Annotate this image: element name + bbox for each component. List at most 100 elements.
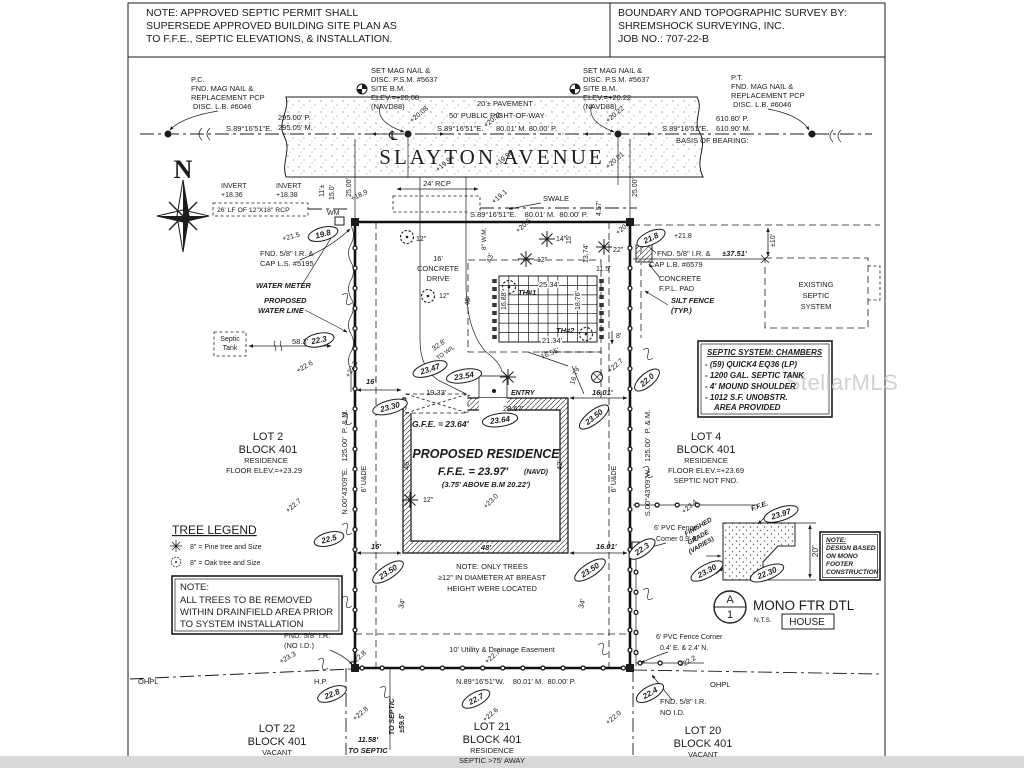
- pt-note-1: FND. MAG NAIL &: [731, 82, 793, 91]
- fnd-ir-nw-2: CAP L.S. #5195: [260, 259, 314, 268]
- residence-title: PROPOSED RESIDENCE: [412, 447, 560, 461]
- silt-1: SILT FENCE: [671, 296, 715, 305]
- lot20-block: BLOCK 401: [674, 738, 733, 750]
- fnd-ir-ne-1: FND. 5/8" I.R. &: [657, 249, 711, 258]
- note-septic-permit-line2: SUPERSEDE APPROVED BUILDING SITE PLAN AS: [146, 20, 397, 32]
- dim-1374: 13.74': [583, 244, 590, 263]
- dist-610-plat: 610.80' P.: [716, 114, 749, 123]
- lot2-name: LOT 2: [253, 431, 283, 443]
- to-septic-h: TO SEPTIC: [348, 746, 388, 755]
- fences: [129, 502, 881, 701]
- elevation-bubble: 22.0: [634, 368, 660, 392]
- tree-note-2: ≥12" IN DIAMETER AT BREAST: [438, 573, 547, 582]
- septic-note-3: - 4' MOUND SHOULDER: [705, 382, 796, 391]
- break-symbol-right: [829, 129, 842, 143]
- bm2-5: (NAVD88): [583, 102, 617, 111]
- elevation-bubble: 23.64: [481, 412, 519, 428]
- detail-mark-a: A: [726, 594, 734, 606]
- lot2-elev: FLOOR ELEV.=+23.29: [226, 466, 302, 475]
- residence-navd: (NAVD): [524, 469, 549, 476]
- invert2-a: INVERT: [276, 183, 302, 190]
- watermain-8: 8" W.M.: [481, 227, 488, 250]
- corner-ne: [626, 218, 634, 226]
- legend-note-1: NOTE:: [180, 582, 209, 593]
- dim-8: 8': [616, 333, 621, 340]
- dim-10ft: ±10': [770, 234, 777, 247]
- bm2-2: DISC. P.S.M. #5637: [583, 75, 650, 84]
- utility-symbol: [591, 371, 603, 383]
- elevation-bubble-value: 23.54: [452, 370, 475, 383]
- vegetation-marks: [317, 292, 654, 699]
- existing-septic-1: EXISTING: [798, 280, 833, 289]
- bearing-east-line: S.00°43'09"W. 125.00' P. & M.: [643, 410, 652, 516]
- residence-bm-note: (3.75' ABOVE B.M 20.22'): [442, 480, 531, 489]
- ohpl-east: OHPL: [710, 680, 730, 689]
- water-service: [299, 216, 354, 392]
- elevation-bubble: 22.4: [635, 682, 665, 704]
- bm1-1: SET MAG NAIL &: [371, 66, 430, 75]
- dim-34-west: 34': [396, 597, 407, 609]
- benchmark2-icon: [569, 83, 581, 95]
- culvert-24: 24' RCP: [423, 179, 451, 188]
- legend-note-2: ALL TREES TO BE REMOVED: [180, 595, 312, 606]
- dim-2534: 25.34': [539, 280, 560, 289]
- detail-note-1: DESIGN BASED: [826, 545, 876, 552]
- centerline-symbol: ℄: [388, 128, 398, 143]
- ohpl-line-east: [632, 669, 881, 675]
- elevation-bubble: 22.3: [303, 332, 335, 348]
- existing-septic-3: SYSTEM: [801, 302, 832, 311]
- bm2-4: ELEV.=+20.22: [583, 93, 631, 102]
- dim-48: 48': [480, 543, 491, 552]
- footer-section: [722, 522, 796, 581]
- detail-house: HOUSE: [789, 617, 825, 628]
- surveyor-line1: BOUNDARY AND TOPOGRAPHIC SURVEY BY:: [618, 7, 847, 19]
- dim-2867: 28.67': [503, 404, 524, 413]
- proposed-residence: [356, 388, 628, 555]
- lot4-septic: SEPTIC NOT FND.: [674, 476, 738, 485]
- mono-footer-detail: [706, 516, 881, 630]
- pt-label: P.T.: [731, 73, 743, 82]
- septic-note-4: - 1012 S.F. UNOBSTR.: [705, 393, 788, 402]
- benchmark1-icon: [356, 83, 368, 95]
- dim-1876: 18.76': [575, 291, 582, 310]
- street-name: SLAYTON AVENUE: [379, 145, 604, 169]
- tree-note-1: NOTE: ONLY TREES: [456, 562, 528, 571]
- septic-note-5: AREA PROVIDED: [713, 403, 781, 412]
- elevation-bubble: 22.8: [317, 685, 347, 703]
- drainfield: [467, 259, 614, 395]
- easement-east: 6' U&DE: [611, 465, 618, 492]
- dist-295-meas: 295.05' M.: [278, 123, 313, 132]
- pavement-width: 20'± PAVEMENT: [477, 99, 534, 108]
- bm1-5: (NAVD88): [371, 102, 405, 111]
- fpl-1: CONCRETE: [659, 274, 701, 283]
- test-hole-1: TH#1: [518, 288, 536, 297]
- dim-45: 45': [464, 296, 472, 306]
- elevation-bubble: 23.47: [412, 360, 448, 378]
- residence-ffe: F.F.E. = 23.97': [438, 466, 509, 478]
- break-symbol-left: [198, 127, 211, 141]
- lot22-use: VACANT: [262, 748, 292, 757]
- septic-note-title: SEPTIC SYSTEM: CHAMBERS: [707, 348, 823, 357]
- dim-34-east: 34': [576, 597, 587, 609]
- elevation-bubble-value: 19.8: [314, 228, 332, 241]
- prop-water-1: PROPOSED: [264, 296, 307, 305]
- septic-tank-2: Tank: [223, 345, 238, 352]
- culvert-26: 26' LF OF 12"X18" RCP: [217, 207, 290, 214]
- note-septic-permit-line3: TO F.F.E., SEPTIC ELEVATIONS, & INSTALLA…: [146, 33, 392, 45]
- elevation-bubble: 19.8: [307, 226, 339, 242]
- bearing-west: S.89°16'51"E.: [226, 124, 272, 133]
- legend-note-3: WITHIN DRAINFIELD AREA PRIOR: [180, 607, 333, 618]
- pc-label: P.C.: [191, 75, 205, 84]
- pc-note-3: DISC. L.B. #6046: [193, 102, 251, 111]
- dist-80-center: 80.01' M. 80.00' P.: [496, 124, 557, 133]
- water-meter-tag: WM: [327, 210, 340, 217]
- pvc-corner-se-1: 6' PVC Fence Corner: [656, 634, 723, 641]
- fnd-ir-nw-1: FND. 5/8" I.R. &: [260, 249, 314, 258]
- dim-1158: 11.58': [358, 735, 378, 744]
- easement-west: 6' U&DE: [361, 465, 368, 492]
- easement-10: 10' Utility & Drainage Easement: [449, 645, 556, 654]
- dist-295-plat: 295.00' P.: [278, 113, 311, 122]
- lot4-block: BLOCK 401: [677, 444, 736, 456]
